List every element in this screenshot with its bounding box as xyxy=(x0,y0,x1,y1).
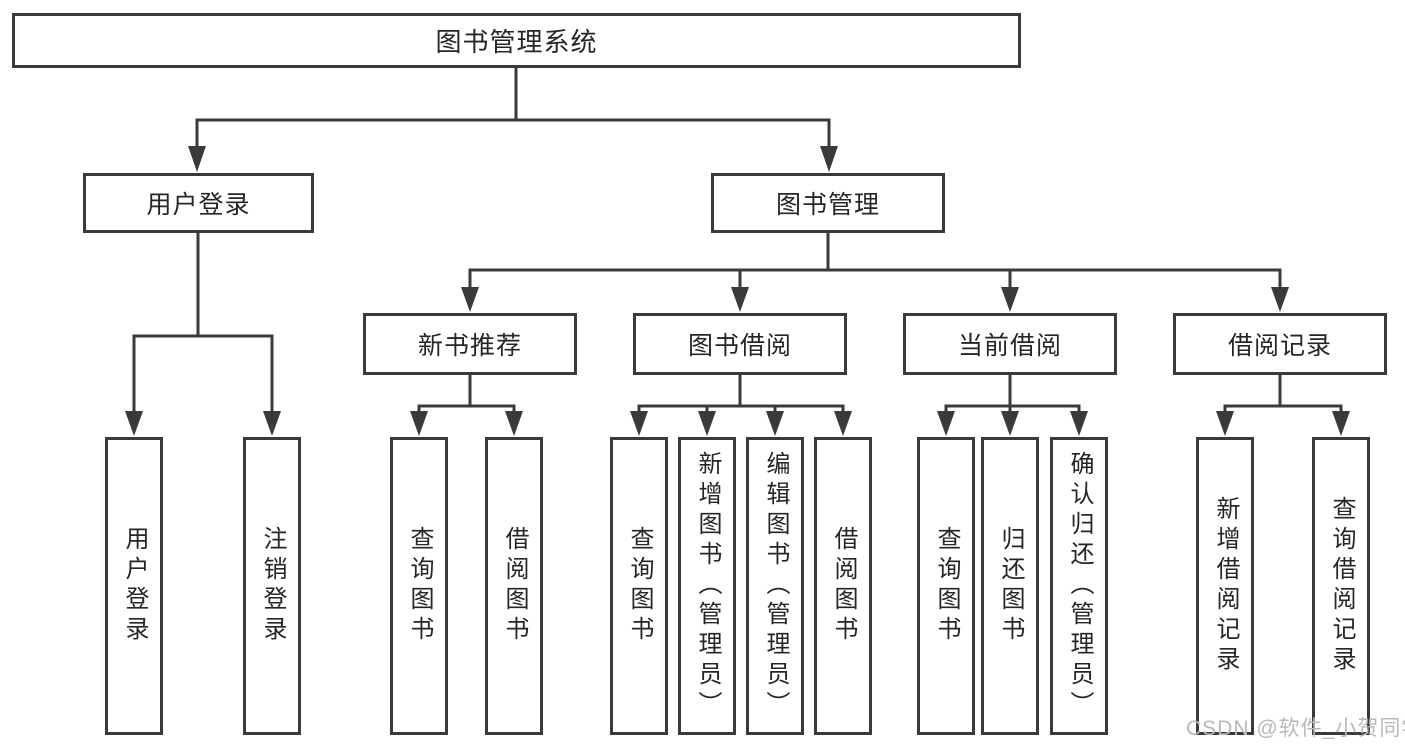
arrowhead-icon xyxy=(1001,287,1019,312)
watermark: CSDN @软件_小贺同学 xyxy=(1186,717,1405,740)
leaf-query-books-borrow: 查询图书 xyxy=(610,437,668,735)
leaf-query-books-current: 查询图书 xyxy=(917,437,975,735)
node-label: 确认归还（管理员） xyxy=(1066,451,1093,721)
leaf-user-login: 用户登录 xyxy=(105,437,163,735)
arrowhead-icon xyxy=(505,411,523,436)
node-label: 借阅记录 xyxy=(1227,332,1332,360)
arrowhead-icon xyxy=(1001,411,1019,436)
arrowhead-icon xyxy=(461,287,479,312)
arrowhead-icon xyxy=(1070,411,1088,436)
arrowhead-icon xyxy=(1332,411,1350,436)
node-label: 查询图书 xyxy=(626,526,653,646)
leaf-add-borrow-record: 新增借阅记录 xyxy=(1196,437,1254,735)
node-label: 编辑图书（管理员） xyxy=(762,451,789,721)
node-label: 注销登录 xyxy=(259,526,286,646)
node-label: 用户登录 xyxy=(121,526,148,646)
node-label: 图书管理系统 xyxy=(435,27,598,57)
leaf-borrow-books-borrow: 借阅图书 xyxy=(814,437,872,735)
arrowhead-icon xyxy=(263,411,281,436)
node-label: 查询借阅记录 xyxy=(1328,496,1355,676)
node-label: 新增借阅记录 xyxy=(1212,496,1239,676)
arrowhead-icon xyxy=(834,411,852,436)
arrowhead-icon xyxy=(188,146,206,172)
leaf-return-books: 归还图书 xyxy=(981,437,1039,735)
arrowhead-icon xyxy=(630,411,648,436)
node-current-borrowing: 当前借阅 xyxy=(903,313,1117,375)
node-book-borrowing: 图书借阅 xyxy=(633,313,847,375)
arrowhead-icon xyxy=(125,411,143,436)
node-label: 借阅图书 xyxy=(830,526,857,646)
arrowhead-icon xyxy=(1271,287,1289,312)
leaf-edit-book-admin: 编辑图书（管理员） xyxy=(746,437,804,735)
arrowhead-icon xyxy=(698,411,716,436)
arrowhead-icon xyxy=(937,411,955,436)
leaf-logout: 注销登录 xyxy=(243,437,301,735)
node-user-login: 用户登录 xyxy=(83,173,314,233)
node-label: 当前借阅 xyxy=(957,332,1062,360)
node-label: 归还图书 xyxy=(997,526,1024,646)
node-label: 查询图书 xyxy=(406,526,433,646)
arrowhead-icon xyxy=(1216,411,1234,436)
node-borrowing-records: 借阅记录 xyxy=(1173,313,1387,375)
leaf-query-borrow-record: 查询借阅记录 xyxy=(1312,437,1370,735)
arrowhead-icon xyxy=(766,411,784,436)
node-book-management: 图书管理 xyxy=(711,173,945,233)
leaf-add-book-admin: 新增图书（管理员） xyxy=(678,437,736,735)
leaf-confirm-return-admin: 确认归还（管理员） xyxy=(1050,437,1108,735)
node-label: 新书推荐 xyxy=(417,332,522,360)
leaf-query-books-recommend: 查询图书 xyxy=(390,437,448,735)
arrowhead-icon xyxy=(410,411,428,436)
node-label: 图书借阅 xyxy=(687,332,792,360)
node-label: 用户登录 xyxy=(146,191,251,219)
arrowhead-icon xyxy=(820,146,838,172)
node-new-book-recommend: 新书推荐 xyxy=(363,313,577,375)
node-label: 图书管理 xyxy=(775,191,880,219)
node-root: 图书管理系统 xyxy=(12,13,1021,68)
leaf-borrow-books-recommend: 借阅图书 xyxy=(485,437,543,735)
node-label: 借阅图书 xyxy=(501,526,528,646)
node-label: 查询图书 xyxy=(933,526,960,646)
node-label: 新增图书（管理员） xyxy=(694,451,721,721)
arrowhead-icon xyxy=(731,287,749,312)
